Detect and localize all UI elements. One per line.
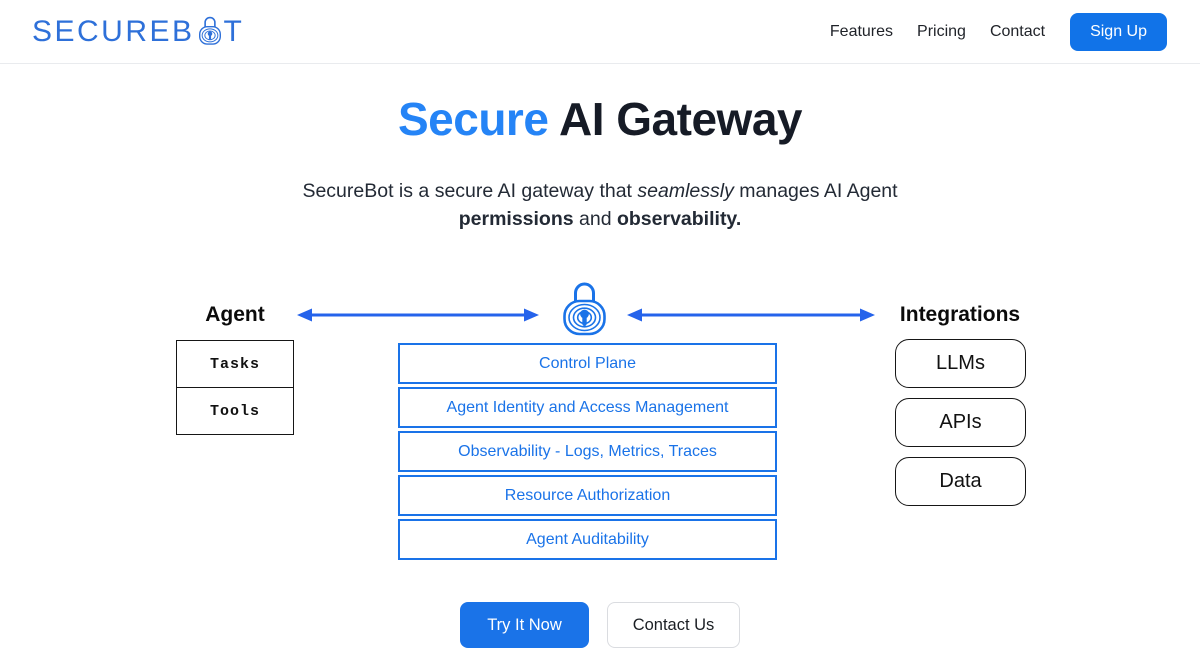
- page-title-rest: AI Gateway: [548, 93, 803, 145]
- padlock-fingerprint-icon: [198, 16, 221, 45]
- subtitle-bold: permissions: [458, 208, 574, 230]
- gateway-layer-control-plane: Control Plane: [398, 343, 777, 384]
- gateway-layer-identity-access: Agent Identity and Access Management: [398, 387, 777, 428]
- nav-link-features[interactable]: Features: [829, 22, 894, 40]
- subtitle-text: SecureBot is a secure AI gateway that: [302, 180, 638, 202]
- brand-logo[interactable]: SECUREB T: [32, 14, 245, 48]
- contact-us-button[interactable]: Contact Us: [607, 602, 740, 648]
- agent-item-tools: Tools: [177, 387, 293, 434]
- agent-box: Tasks Tools: [176, 340, 294, 435]
- try-it-now-button[interactable]: Try It Now: [460, 602, 589, 648]
- gateway-stack: Control Plane Agent Identity and Access …: [398, 343, 777, 560]
- integration-item-llms: LLMs: [895, 339, 1026, 388]
- gateway-layer-observability: Observability - Logs, Metrics, Traces: [398, 431, 777, 472]
- subtitle-text: and: [573, 208, 617, 230]
- bidirectional-arrow-left: [297, 308, 539, 322]
- main-nav: Features Pricing Contact Sign Up: [829, 12, 1167, 51]
- hero-subtitle: SecureBot is a secure AI gateway that se…: [270, 177, 930, 233]
- brand-name-suffix: T: [223, 14, 245, 48]
- integrations-section-label: Integrations: [899, 303, 1021, 326]
- nav-link-contact[interactable]: Contact: [989, 22, 1046, 40]
- nav-link-pricing[interactable]: Pricing: [917, 22, 966, 40]
- agent-item-tasks: Tasks: [209, 355, 260, 373]
- subtitle-bold: observability: [616, 208, 736, 230]
- gateway-layer-auditability: Agent Auditability: [398, 519, 777, 560]
- integration-item-data: Data: [895, 457, 1026, 506]
- subtitle-text: .: [735, 208, 742, 230]
- bidirectional-arrow-right: [627, 308, 875, 322]
- header: SECUREB T Features Pricing Contact Sign …: [0, 0, 1200, 64]
- page-title-highlight: Secure: [397, 93, 549, 145]
- page-title: Secure AI Gateway: [0, 92, 1200, 146]
- padlock-fingerprint-icon: [563, 282, 606, 336]
- subtitle-text: manages AI Agent: [733, 180, 898, 202]
- brand-name-prefix: SECUREB: [32, 14, 195, 48]
- gateway-layer-resource-authorization: Resource Authorization: [398, 475, 777, 516]
- integration-item-apis: APIs: [895, 398, 1026, 447]
- integrations-stack: LLMs APIs Data: [895, 339, 1026, 506]
- subtitle-italic: seamlessly: [637, 180, 734, 202]
- signup-button[interactable]: Sign Up: [1070, 12, 1167, 51]
- agent-section-label: Agent: [205, 303, 265, 326]
